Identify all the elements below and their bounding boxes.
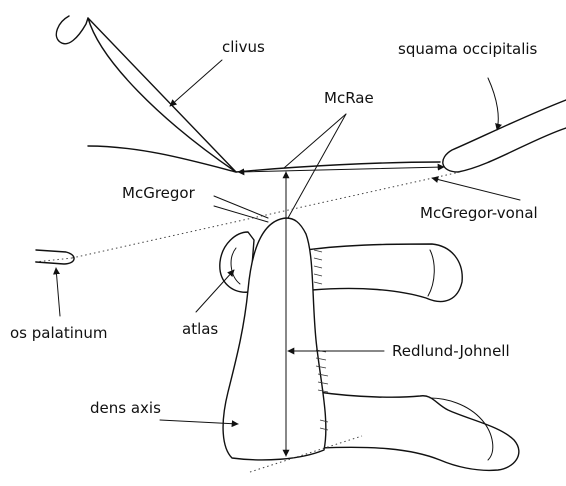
label-dens-axis: dens axis	[90, 399, 161, 417]
label-squama-occipitalis: squama occipitalis	[398, 40, 538, 58]
clivus-arrow	[170, 60, 222, 106]
mcgregor-pointer-2	[214, 206, 268, 222]
label-mcrae: McRae	[324, 89, 374, 107]
mcrae-pointer-2	[288, 114, 346, 218]
label-atlas: atlas	[182, 320, 218, 338]
label-mcgregor: McGregor	[122, 184, 196, 202]
os-palatinum-bone	[36, 250, 74, 264]
squama-arrow	[488, 78, 498, 130]
squama-occipitalis-bone	[443, 100, 566, 172]
mcrae-pointer-1	[284, 114, 346, 168]
atlas-arrow	[196, 270, 234, 312]
label-os-palatinum: os palatinum	[10, 324, 108, 342]
clivus-bone-edge	[88, 18, 236, 172]
os-palatinum-arrow	[56, 268, 60, 316]
mcgregor-pointer-1	[214, 196, 268, 218]
label-redlund-johnell: Redlund-Johnell	[392, 342, 510, 360]
label-mcgregor-vonal: McGregor-vonal	[420, 204, 538, 222]
label-clivus: clivus	[222, 38, 265, 56]
lateral-mass	[306, 244, 462, 301]
clivus-bone	[56, 16, 236, 172]
mcgregor-line-left	[35, 258, 72, 262]
mcgregor-vonal-arrow	[432, 178, 520, 200]
